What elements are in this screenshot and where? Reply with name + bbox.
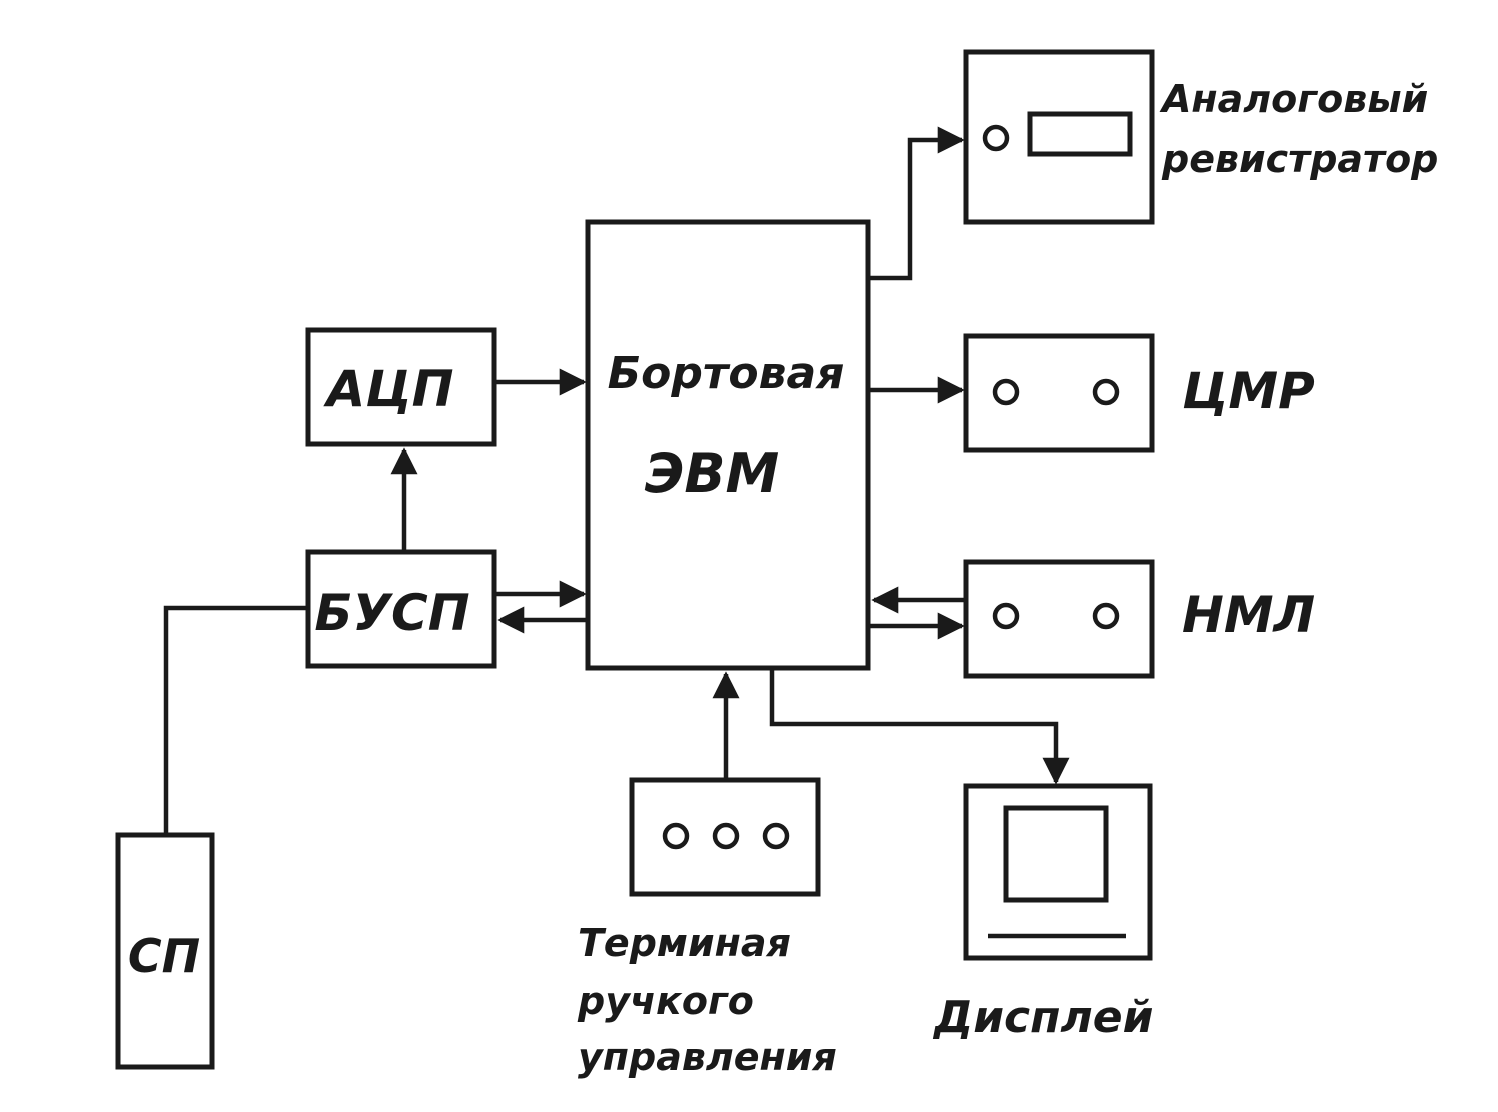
terminal-button-1-icon [662,822,690,850]
recorder-knob-icon [982,124,1010,152]
cmr-reel-right-icon [1092,378,1120,406]
computer-label-line2: ЭВМ [645,442,780,505]
recorder-label-line1: Аналоговый [1159,77,1428,121]
terminal-label-line2: ручкого [577,979,754,1023]
display-label: Дисплей [932,992,1153,1043]
cmr-label: ЦМР [1182,362,1315,420]
sp-box [115,832,215,1070]
computer-to-recorder-arrow [870,126,965,281]
busp-box [305,549,497,669]
adc-box [305,327,497,447]
terminal-label-line1: Терминая [578,921,791,965]
nmp-reel-right-icon [1092,602,1120,630]
sp-to-busp-line [163,605,306,834]
terminal-button-2-icon [712,822,740,850]
nmp-reel-left-icon [992,602,1020,630]
terminal-label-line3: управления [578,1035,837,1079]
sp-label: СП [128,929,200,983]
terminal-button-3-icon [762,822,790,850]
terminal-box [629,777,821,897]
computer-to-display-arrow [769,670,1070,785]
recorder-label-line2: ревистратор [1161,137,1438,181]
busp-label: БУСП [314,584,469,642]
computer-box [585,219,871,671]
nmp-label: НМЛ [1182,586,1315,644]
cmr-reel-left-icon [992,378,1020,406]
display-screen-icon [1003,805,1109,903]
recorder-scale-icon [1027,111,1133,157]
adc-label: АЦП [323,360,454,418]
computer-label-line1: Бортовая [608,348,845,399]
